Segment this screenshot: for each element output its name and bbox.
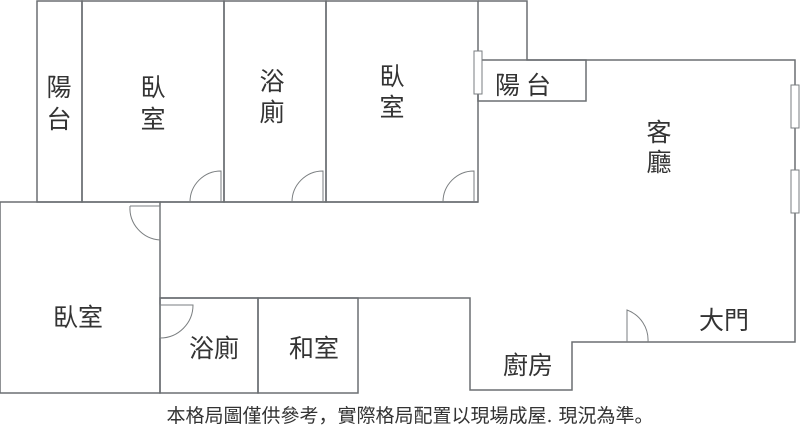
door-bedroom-1 (189, 170, 222, 203)
door-bathroom-2 (159, 304, 194, 339)
window (790, 169, 800, 214)
bedroom-3-wall (0, 201, 161, 394)
door-bedroom-3 (129, 205, 161, 241)
main-door-label: 大門 (699, 306, 749, 335)
bedroom-1-label: 室 (140, 105, 165, 134)
kitchen-label: 廚房 (503, 351, 553, 380)
main-door (626, 309, 649, 343)
bedroom-2-label: 室 (379, 93, 404, 122)
balcony-right-label: 陽台 (495, 71, 557, 100)
bathroom-1-label: 浴 (259, 67, 284, 96)
balcony-left-label: 陽 (46, 73, 71, 102)
living-room-label: 廳 (646, 148, 671, 177)
bedroom-1-label: 臥 (140, 73, 165, 102)
living-outer-wall (160, 0, 796, 391)
japanese-room-wall (257, 297, 359, 394)
window (473, 50, 483, 95)
bathroom-2-label: 浴廁 (189, 334, 239, 363)
bedroom-3-label: 臥室 (53, 303, 103, 332)
bathroom-1-label: 廁 (259, 98, 284, 127)
japanese-room-label: 和室 (289, 334, 339, 363)
door-bedroom-2 (442, 170, 475, 203)
window (790, 84, 800, 129)
bedroom-2-label: 臥 (379, 62, 404, 91)
door-bathroom-1 (291, 170, 324, 203)
disclaimer-text: 本格局圖僅供參考，實際格局配置以現場成屋. 現況為準。 (166, 405, 653, 427)
doors (129, 170, 649, 343)
balcony-left-label: 台 (46, 105, 71, 134)
walls (0, 0, 796, 394)
living-room-label: 客 (646, 118, 671, 147)
